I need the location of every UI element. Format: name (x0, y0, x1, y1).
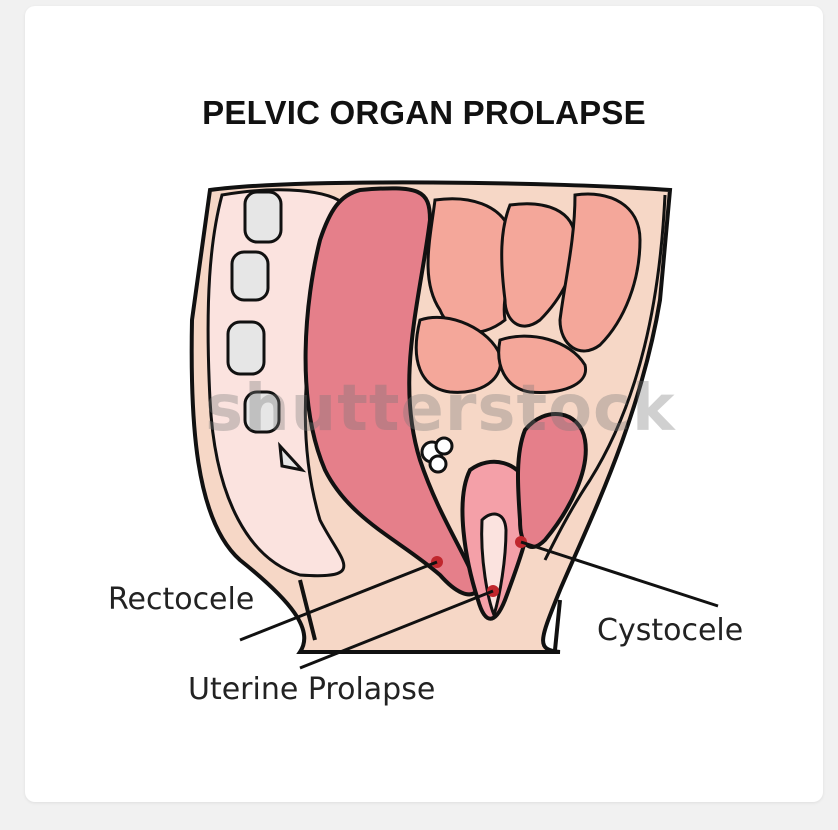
vertebra (243, 390, 281, 434)
intestines (414, 192, 642, 395)
intestine-loop (426, 197, 515, 334)
ovary (420, 436, 454, 474)
rectocele-leader-line (239, 560, 438, 642)
vertebrae (226, 190, 307, 473)
vertebra (226, 320, 266, 376)
bladder (516, 412, 588, 549)
abdominal-wall (543, 194, 667, 561)
leg-outline-left (298, 579, 317, 641)
intestine-loop (558, 192, 642, 353)
watermark: shutterstock (205, 372, 676, 446)
uterine-prolapse-label: Uterine Prolapse (188, 672, 436, 707)
intestine-loop (497, 334, 587, 395)
intestine-loop (414, 315, 503, 394)
intestine-loop (500, 202, 577, 328)
rectocele-label: Rectocele (108, 582, 255, 617)
cystocele-label: Cystocele (597, 613, 744, 648)
leg-outline-right (553, 599, 562, 651)
cystocele-leader-line (520, 540, 719, 608)
vertebra (230, 250, 270, 302)
rectum (303, 186, 481, 597)
uterine-prolapse-leader-line (299, 589, 494, 670)
vertebra (243, 190, 283, 244)
coccyx (278, 441, 307, 473)
page-title: PELVIC ORGAN PROLAPSE (202, 94, 646, 131)
